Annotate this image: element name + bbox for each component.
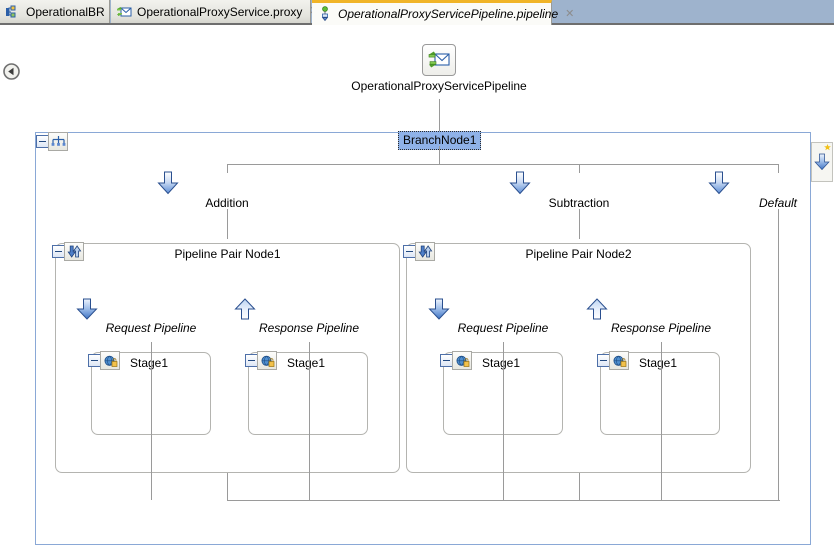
stage-icon[interactable] [452, 351, 472, 370]
connector-stage-resp1-exit [309, 352, 310, 500]
pipeline-pair-icon[interactable] [415, 242, 435, 261]
pipeline-pair-node-1-title: Pipeline Pair Node1 [174, 247, 281, 261]
tab-operational-br[interactable]: OperationalBR ✕ [0, 0, 121, 23]
connector-branch-subtraction [579, 164, 580, 173]
stage-header-response-2[interactable] [597, 351, 629, 370]
stage-box-response-2[interactable]: Stage1 [600, 352, 720, 435]
business-rule-icon [5, 4, 21, 20]
editor-tab-bar: OperationalBR ✕ OperationalProxyService.… [0, 0, 834, 25]
connector-branch-default [778, 164, 779, 173]
tab-operational-proxy-service[interactable]: OperationalProxyService.proxy ✕ [111, 0, 319, 23]
stage-icon[interactable] [100, 351, 120, 370]
branch-operation-default[interactable]: Default [708, 171, 834, 210]
response-pipeline-node-2[interactable]: Response Pipeline [586, 298, 736, 335]
connector-merge-mid [579, 473, 580, 500]
proxy-service-node[interactable]: OperationalProxyServicePipeline [349, 44, 529, 93]
tab-label: OperationalBR [26, 4, 105, 19]
stage-box-response-1[interactable]: Stage1 [248, 352, 368, 435]
pipeline-pair-icon[interactable] [64, 242, 84, 261]
branch-label: Subtraction [548, 196, 610, 210]
pipeline-pair-node-2-title: Pipeline Pair Node2 [525, 247, 632, 261]
stage-label: Stage1 [639, 356, 678, 370]
response-pipeline-label: Response Pipeline [610, 321, 712, 335]
pipeline-pair-node-2-header[interactable] [403, 242, 435, 261]
proxy-service-icon [116, 4, 132, 20]
request-pipeline-node-1[interactable]: Request Pipeline [76, 298, 226, 335]
down-arrow-icon [814, 153, 830, 171]
down-arrow-icon [157, 171, 179, 195]
connector-stage-req1-exit [151, 352, 152, 500]
stage-label: Stage1 [130, 356, 169, 370]
branch-node-header[interactable] [36, 132, 68, 151]
stage-header-response-1[interactable] [245, 351, 277, 370]
collapse-left-icon[interactable] [3, 63, 20, 80]
palette-strip[interactable] [811, 142, 833, 182]
tab-operational-proxy-service-pipeline[interactable]: OperationalProxyServicePipeline.pipeline… [312, 0, 574, 25]
pipeline-pair-node-1-header[interactable] [52, 242, 84, 261]
connector-branch-bus [227, 164, 779, 165]
response-pipeline-node-1[interactable]: Response Pipeline [234, 298, 384, 335]
connector-merge-bus [227, 500, 780, 501]
down-arrow-icon [509, 171, 531, 195]
branch-label: Addition [205, 196, 249, 210]
up-arrow-icon [234, 298, 256, 320]
stage-icon[interactable] [257, 351, 277, 370]
proxy-service-node-label: OperationalProxyServicePipeline [351, 79, 527, 93]
pipeline-diagram-canvas[interactable]: OperationalProxyServicePipeline BranchNo… [0, 27, 834, 555]
request-pipeline-node-2[interactable]: Request Pipeline [428, 298, 578, 335]
connector-addition-down [227, 209, 228, 239]
connector-proxy-to-branch [439, 99, 440, 139]
connector-merge-left [227, 473, 228, 500]
tab-label: OperationalProxyService.proxy [137, 4, 303, 19]
connector-subtraction-down [579, 209, 580, 239]
branch-node-icon[interactable] [48, 132, 68, 151]
stage-label: Stage1 [287, 356, 326, 370]
branch-label: Default [758, 196, 798, 210]
connector-branch-addition [227, 164, 228, 173]
stage-header-request-2[interactable] [440, 351, 472, 370]
up-arrow-icon [586, 298, 608, 320]
stage-label: Stage1 [482, 356, 521, 370]
request-pipeline-label: Request Pipeline [105, 321, 197, 335]
connector-branch-stem [439, 146, 440, 164]
connector-stage-req2-exit [503, 352, 504, 500]
down-arrow-icon [76, 298, 98, 320]
new-badge-icon [824, 144, 831, 151]
branch-operation-subtraction[interactable]: Subtraction [509, 171, 649, 210]
request-pipeline-label: Request Pipeline [457, 321, 549, 335]
response-pipeline-label: Response Pipeline [258, 321, 360, 335]
pipeline-pair-node-1-box[interactable]: Pipeline Pair Node1 [55, 243, 400, 473]
stage-icon[interactable] [609, 351, 629, 370]
connector-stage-resp2-exit [661, 352, 662, 500]
branch-operation-addition[interactable]: Addition [157, 171, 297, 210]
pipeline-icon [317, 6, 333, 22]
stage-header-request-1[interactable] [88, 351, 120, 370]
connector-default-down [778, 209, 779, 500]
down-arrow-icon [708, 171, 730, 195]
tab-label: OperationalProxyServicePipeline.pipeline [338, 7, 559, 21]
down-arrow-icon [428, 298, 450, 320]
tab-close-icon[interactable]: ✕ [565, 7, 575, 20]
proxy-service-icon[interactable] [422, 44, 456, 76]
pipeline-pair-node-2-box[interactable]: Pipeline Pair Node2 [406, 243, 751, 473]
